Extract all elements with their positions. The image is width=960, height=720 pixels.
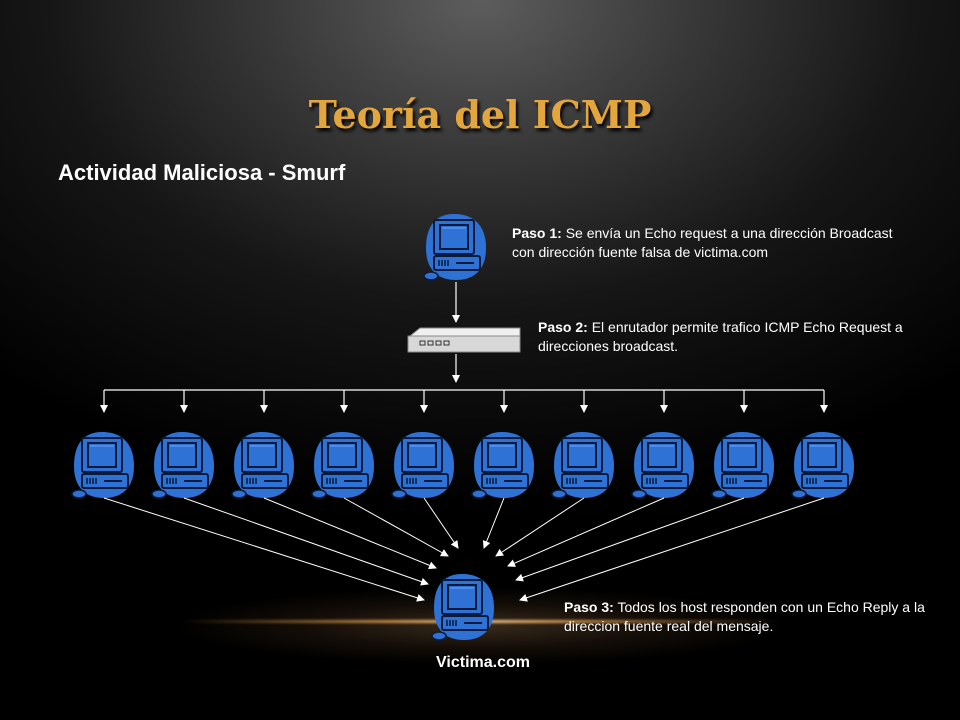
echo-reply-arrow: [183, 497, 429, 586]
step-3-label: Paso 3:: [564, 599, 614, 615]
step-1-label: Paso 1:: [512, 225, 562, 241]
echo-reply-arrow: [343, 497, 449, 557]
page-title: Teoría del ICMP: [308, 92, 652, 137]
host-computer-icon: [151, 431, 215, 499]
attacker-computer-icon: [423, 213, 487, 281]
step-1-text: Paso 1: Se envía un Echo request a una d…: [512, 224, 912, 262]
host-computer-icon: [711, 431, 775, 499]
router-icon: [407, 327, 521, 353]
host-computer-icon: [311, 431, 375, 499]
echo-reply-arrow: [495, 497, 585, 557]
host-computer-icon: [71, 431, 135, 499]
echo-reply-arrow: [519, 497, 825, 602]
step-3-description: Todos los host responden con un Echo Rep…: [564, 599, 925, 634]
echo-reply-arrow: [263, 497, 437, 570]
step-2-label: Paso 2:: [538, 319, 588, 335]
host-computer-icon: [471, 431, 535, 499]
echo-reply-arrow: [515, 497, 745, 582]
host-computer-icon: [631, 431, 695, 499]
step-2-description: El enrutador permite trafico ICMP Echo R…: [538, 319, 903, 354]
host-computer-icon: [791, 431, 855, 499]
echo-reply-arrow: [482, 497, 505, 549]
step-3-text: Paso 3: Todos los host responden con un …: [564, 598, 944, 636]
host-computer-icon: [231, 431, 295, 499]
echo-reply-arrow: [423, 497, 459, 549]
step-1-description: Se envía un Echo request a una dirección…: [512, 225, 893, 260]
page-subtitle: Actividad Maliciosa - Smurf: [58, 160, 346, 185]
echo-reply-arrow: [103, 497, 425, 602]
step-2-text: Paso 2: El enrutador permite trafico ICM…: [538, 318, 908, 356]
victim-computer-icon: [431, 573, 495, 641]
host-computer-icon: [551, 431, 615, 499]
victim-label: Victima.com: [436, 654, 530, 671]
host-computer-icon: [391, 431, 455, 499]
echo-reply-arrow: [507, 497, 665, 567]
